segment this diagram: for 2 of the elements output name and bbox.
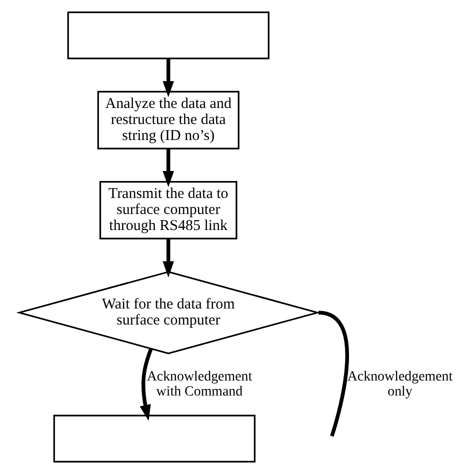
edge-label: Acknowledgement with Command (146, 370, 252, 400)
edge-label: Acknowledgement only (347, 370, 453, 400)
